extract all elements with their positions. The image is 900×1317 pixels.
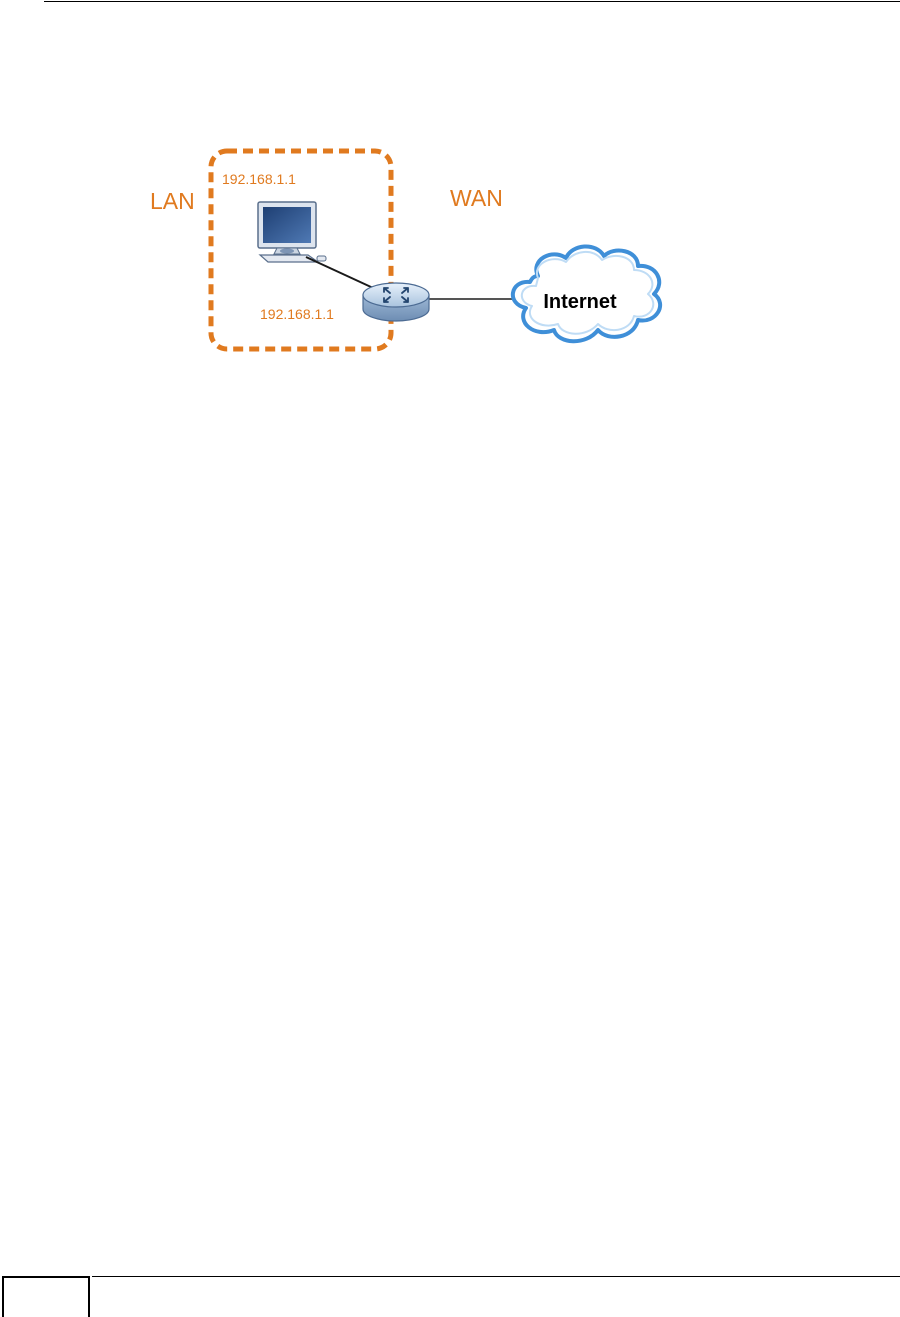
router-ip-label: 192.168.1.1 <box>260 306 334 322</box>
host-ip-label: 192.168.1.1 <box>222 171 296 187</box>
network-diagram: LAN WAN 192.168.1.1 192.168.1.1 <box>134 148 670 354</box>
network-diagram-svg: LAN WAN 192.168.1.1 192.168.1.1 <box>134 148 670 354</box>
page-number-box <box>2 1276 90 1317</box>
internet-label: Internet <box>543 291 617 313</box>
wan-label: WAN <box>450 185 503 211</box>
internet-cloud-icon: Internet <box>513 246 660 341</box>
computer-icon <box>258 202 326 262</box>
header-rule <box>44 1 900 2</box>
router-icon <box>363 283 429 321</box>
lan-label: LAN <box>150 188 195 214</box>
footer-rule <box>92 1276 900 1277</box>
